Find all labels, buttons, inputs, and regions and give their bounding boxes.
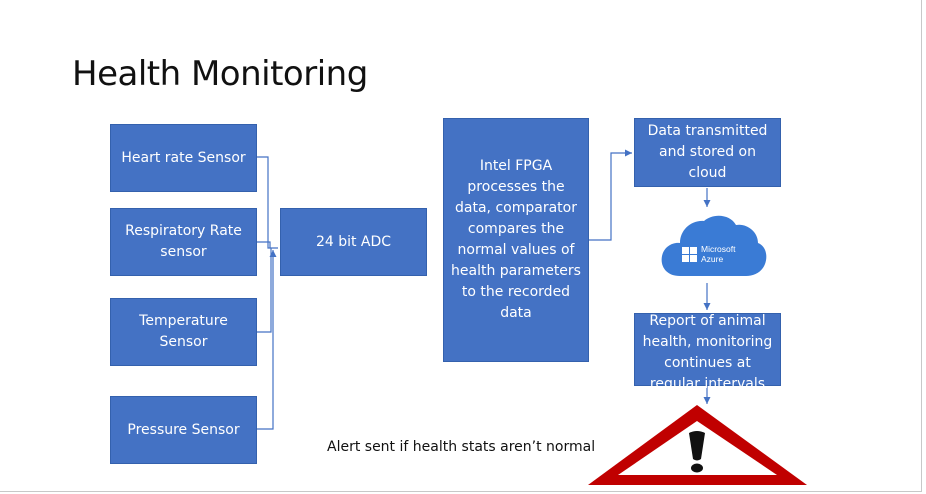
cloud-storage-label: Data transmitted and stored on cloud <box>647 123 768 181</box>
adc-label: 24 bit ADC <box>315 233 392 250</box>
azure-logo-line2: Azure <box>701 254 723 264</box>
report-box: Report of animal health, monitoring cont… <box>634 313 781 392</box>
heart-rate-sensor-box: Heart rate Sensor <box>110 124 257 192</box>
connector-respiratory <box>257 241 271 248</box>
heart-rate-sensor-label: Heart rate Sensor <box>121 149 246 166</box>
azure-logo-line1: Microsoft <box>701 244 736 254</box>
connector-heart-rate <box>257 156 278 249</box>
connector-temperature <box>257 248 272 333</box>
respiratory-sensor-box: Respiratory Rate sensor <box>110 208 257 276</box>
report-label: Report of animal health, monitoring cont… <box>642 313 773 392</box>
alert-text: Alert sent if health stats aren’t normal <box>327 439 596 455</box>
adc-box: 24 bit ADC <box>280 208 427 276</box>
pressure-sensor-box: Pressure Sensor <box>110 396 257 464</box>
cloud-storage-box: Data transmitted and stored on cloud <box>634 118 781 187</box>
slide-title: Health Monitoring <box>72 54 368 94</box>
fpga-label: Intel FPGA processes the data, comparato… <box>451 158 581 321</box>
connector-pressure <box>257 250 277 430</box>
connector-fpga-cloud <box>589 149 632 241</box>
pressure-sensor-label: Pressure Sensor <box>127 421 240 438</box>
azure-cloud-icon: Microsoft Azure <box>661 215 767 276</box>
respiratory-sensor-label: Respiratory Rate sensor <box>125 223 242 260</box>
temperature-sensor-label: Temperature Sensor <box>139 313 228 350</box>
temperature-sensor-box: Temperature Sensor <box>110 298 257 366</box>
fpga-box: Intel FPGA processes the data, comparato… <box>443 118 589 362</box>
windows-logo-icon <box>682 247 697 262</box>
warning-triangle-icon <box>588 405 807 485</box>
